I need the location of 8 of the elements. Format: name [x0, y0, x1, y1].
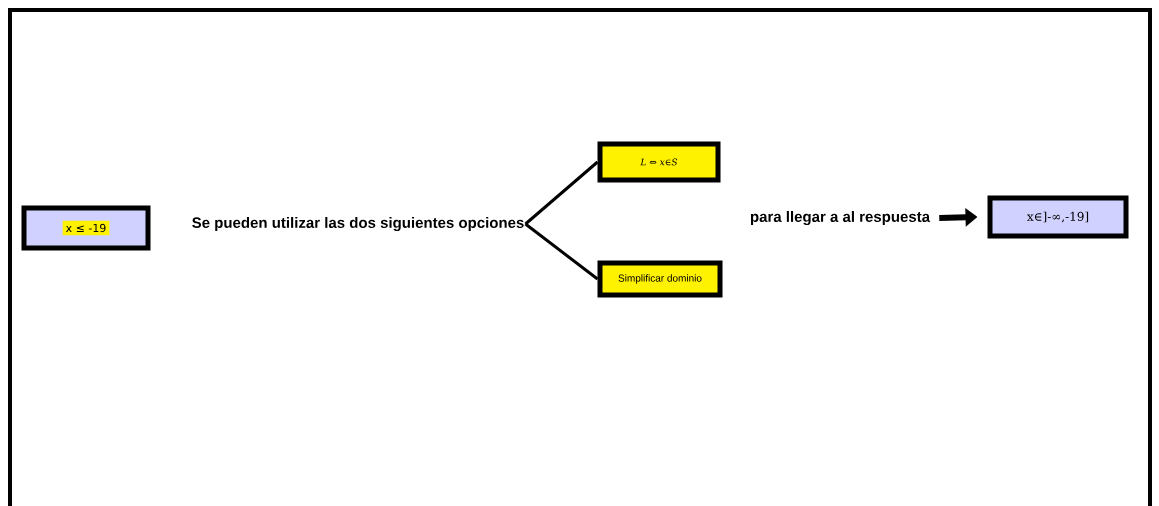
math-box: x ≤ -19 [21, 205, 151, 251]
connector-line [524, 160, 599, 226]
math-box: x∈]-∞,-19] [987, 195, 1129, 239]
math-box: Simplificar dominio [597, 260, 723, 298]
connector-line [524, 222, 599, 281]
text-label: Se pueden utilizar las dos siguientes opciones [192, 217, 524, 232]
text-label: para llegar a al respuesta [750, 211, 931, 226]
math-box: L ⇔ x∈S [597, 141, 721, 183]
